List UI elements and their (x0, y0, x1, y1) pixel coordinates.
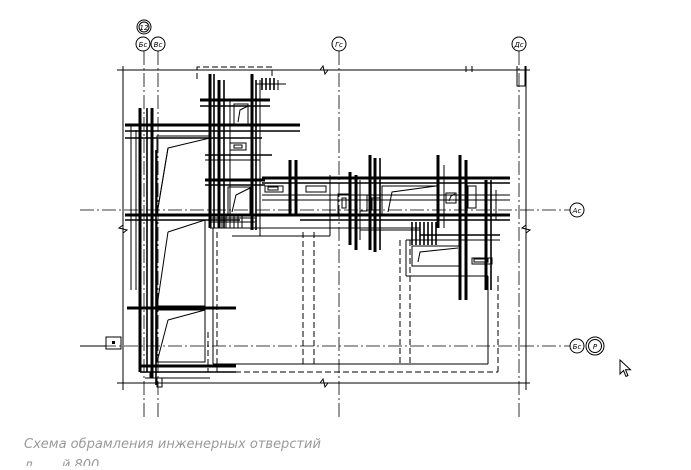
inner-dashed-perimeter (207, 232, 499, 373)
svg-text:Бс: Бс (573, 343, 582, 351)
left-verticals (130, 108, 157, 385)
left-small-square (105, 336, 122, 350)
axis-lines (80, 51, 570, 420)
grid-bubble-bs-top: Бс (135, 36, 151, 52)
central-right-cluster (348, 155, 500, 300)
svg-text:Гс: Гс (335, 41, 343, 49)
svg-text:Бс: Бс (139, 41, 148, 49)
grid-bubble-r-right: Р (585, 336, 605, 356)
upper-left-cluster (200, 74, 286, 236)
svg-text:Дс: Дс (513, 41, 523, 49)
grid-bubble-as-right: Ас (569, 202, 585, 218)
left-opening-2 (156, 219, 206, 307)
left-opening-1 (156, 135, 211, 215)
svg-text:Р: Р (593, 343, 598, 351)
svg-text:12: 12 (140, 24, 149, 32)
svg-text:Вс: Вс (154, 41, 163, 49)
svg-text:Ас: Ас (572, 207, 582, 215)
left-opening-3 (156, 309, 206, 363)
slab-outline (117, 64, 532, 390)
drawing-caption-line1: Схема обрамления инженерных отверстий (24, 437, 321, 452)
grid-bubble-ds-top: Дс (511, 36, 527, 52)
grid-bubble-bs-right: Бс (569, 338, 585, 354)
central-band (262, 160, 510, 236)
bottom-small-rects (149, 371, 163, 388)
grid-bubble-12: 12 (136, 19, 152, 35)
grid-bubble-gs-top: Гс (331, 36, 347, 52)
arrow-pointer-icon (619, 359, 632, 378)
top-recess (196, 66, 273, 79)
grid-bubble-vs-top: Вс (150, 36, 166, 52)
drawing-caption-line2: д... ...й 800 (24, 458, 100, 466)
inner-perimeter (210, 227, 489, 365)
